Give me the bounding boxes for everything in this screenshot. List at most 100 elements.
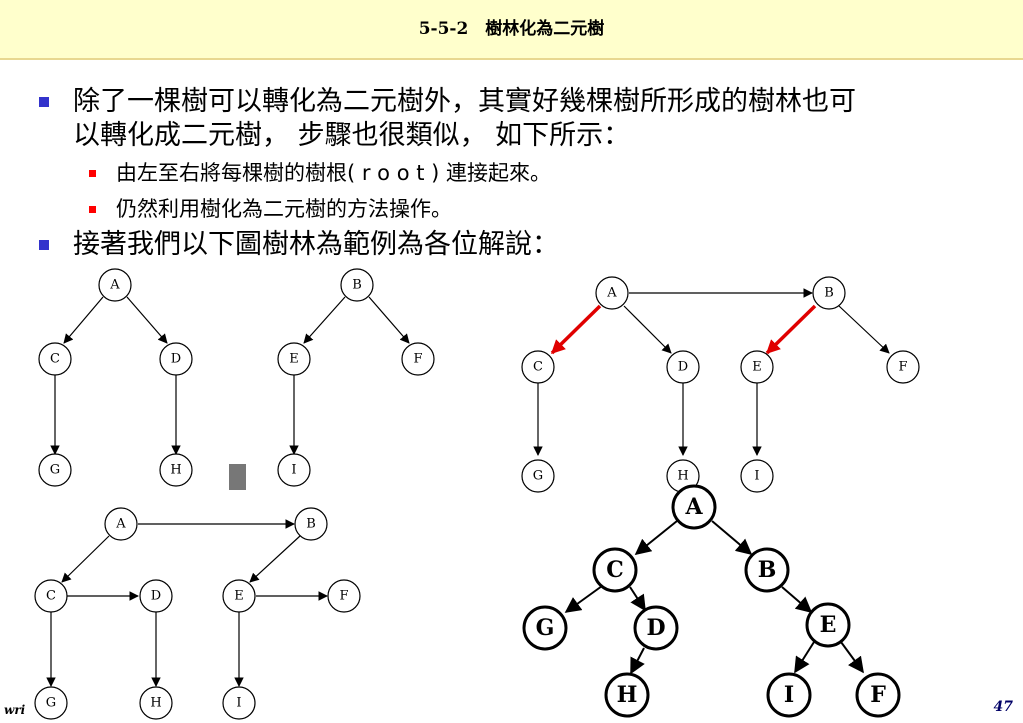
sub-bullet-marker — [89, 206, 96, 213]
tree-node — [744, 547, 790, 593]
sibling-links-diagram: A B C D E F G H I — [34, 507, 361, 720]
tree-node — [277, 342, 311, 376]
node-label: D — [678, 360, 688, 375]
tree-node — [139, 579, 173, 613]
tree-node — [98, 268, 132, 302]
bullet1-line2: 以轉化成二元樹， 步驟也很類似， 如下所示： — [73, 120, 631, 151]
tree-node — [139, 686, 173, 720]
node-label: A — [109, 278, 120, 293]
node-label: C — [533, 360, 543, 375]
tree-edge — [368, 296, 410, 344]
tree-node — [671, 484, 717, 530]
tree-edge — [794, 641, 815, 674]
node-label: C — [50, 352, 60, 367]
tree-node — [604, 672, 650, 718]
slide-header: 5-5-2 樹林化為二元樹 — [0, 0, 1023, 60]
node-label: B — [306, 517, 316, 532]
tree-node — [401, 342, 435, 376]
node-label: E — [289, 352, 299, 367]
tree-node — [104, 507, 138, 541]
node-label: F — [870, 682, 886, 708]
node-label: H — [677, 469, 688, 484]
tree-node — [34, 579, 68, 613]
footer-text: wri — [4, 703, 26, 717]
tree-node — [159, 342, 193, 376]
tree-node — [34, 686, 68, 720]
tree-node — [159, 453, 193, 487]
node-label: B — [352, 278, 362, 293]
bullet1-line1: 除了一棵樹可以轉化為二元樹外，其實好幾棵樹所形成的樹林也可 — [73, 86, 856, 117]
binary-tree-diagram: A C B G D E H I F — [522, 484, 901, 718]
node-label: C — [46, 589, 56, 604]
tree-node — [222, 579, 256, 613]
node-label: A — [684, 494, 703, 520]
sub-bullet-1: 由左至右將每棵樹的樹根( r o o t ) 連接起來。 — [116, 161, 551, 185]
node-label: G — [50, 463, 60, 478]
page-number: 47 — [993, 699, 1013, 715]
tree-node — [633, 605, 679, 651]
tree-node — [592, 547, 638, 593]
tree-node — [222, 686, 256, 720]
tree-node — [595, 276, 629, 310]
node-label: E — [234, 589, 244, 604]
node-label: A — [606, 286, 617, 301]
node-label: C — [606, 557, 624, 583]
linked-roots-diagram: A B C D E F G H I — [521, 276, 920, 493]
node-label: B — [758, 557, 777, 583]
node-label: F — [898, 360, 907, 375]
tree-node — [805, 602, 851, 648]
forest-diagram: A C D G H B E F I — [38, 268, 435, 487]
tree-node — [766, 672, 812, 718]
slide-title: 5-5-2 樹林化為二元樹 — [418, 19, 605, 39]
tree-node — [522, 605, 568, 651]
tree-edge — [61, 535, 110, 583]
tree-edge — [630, 647, 645, 675]
tree-edge — [126, 296, 168, 344]
tree-edge — [303, 296, 346, 344]
node-label: E — [820, 612, 837, 638]
tree-node — [855, 672, 901, 718]
tree-node — [38, 342, 72, 376]
node-label: B — [824, 286, 834, 301]
bullet2: 接著我們以下圖樹林為範例為各位解說： — [73, 229, 559, 260]
tree-node — [666, 350, 700, 384]
tree-edge — [629, 586, 646, 612]
bullet-marker — [39, 240, 49, 250]
node-label: H — [170, 463, 181, 478]
tree-edge — [840, 641, 864, 674]
tree-edge — [564, 585, 603, 613]
tree-node — [38, 453, 72, 487]
tree-node — [812, 276, 846, 310]
tree-node — [327, 579, 361, 613]
node-label: D — [646, 615, 665, 641]
tree-node — [340, 268, 374, 302]
tree-edge — [838, 305, 890, 354]
tree-edge — [623, 305, 672, 354]
tree-edge — [781, 586, 813, 614]
tree-node — [521, 350, 555, 384]
node-label: H — [617, 682, 638, 708]
node-label: E — [752, 360, 762, 375]
tree-node — [521, 459, 555, 493]
node-label: F — [339, 589, 348, 604]
tree-node — [740, 459, 774, 493]
node-label: I — [291, 463, 296, 478]
node-label: G — [533, 469, 543, 484]
node-label: A — [115, 517, 126, 532]
tree-edge — [550, 304, 602, 355]
node-label: D — [151, 589, 161, 604]
tree-node — [886, 350, 920, 384]
node-label: D — [171, 352, 181, 367]
sub-bullet-2: 仍然利用樹化為二元樹的方法操作。 — [116, 197, 452, 221]
gray-marker — [229, 464, 246, 490]
tree-edge — [711, 520, 753, 556]
tree-edge — [765, 304, 817, 355]
tree-edge — [249, 535, 301, 583]
node-label: H — [150, 696, 161, 711]
sub-bullet-marker — [89, 170, 96, 177]
node-label: G — [536, 615, 555, 641]
tree-node — [277, 453, 311, 487]
bullet-marker — [39, 97, 49, 107]
node-label: I — [754, 469, 759, 484]
